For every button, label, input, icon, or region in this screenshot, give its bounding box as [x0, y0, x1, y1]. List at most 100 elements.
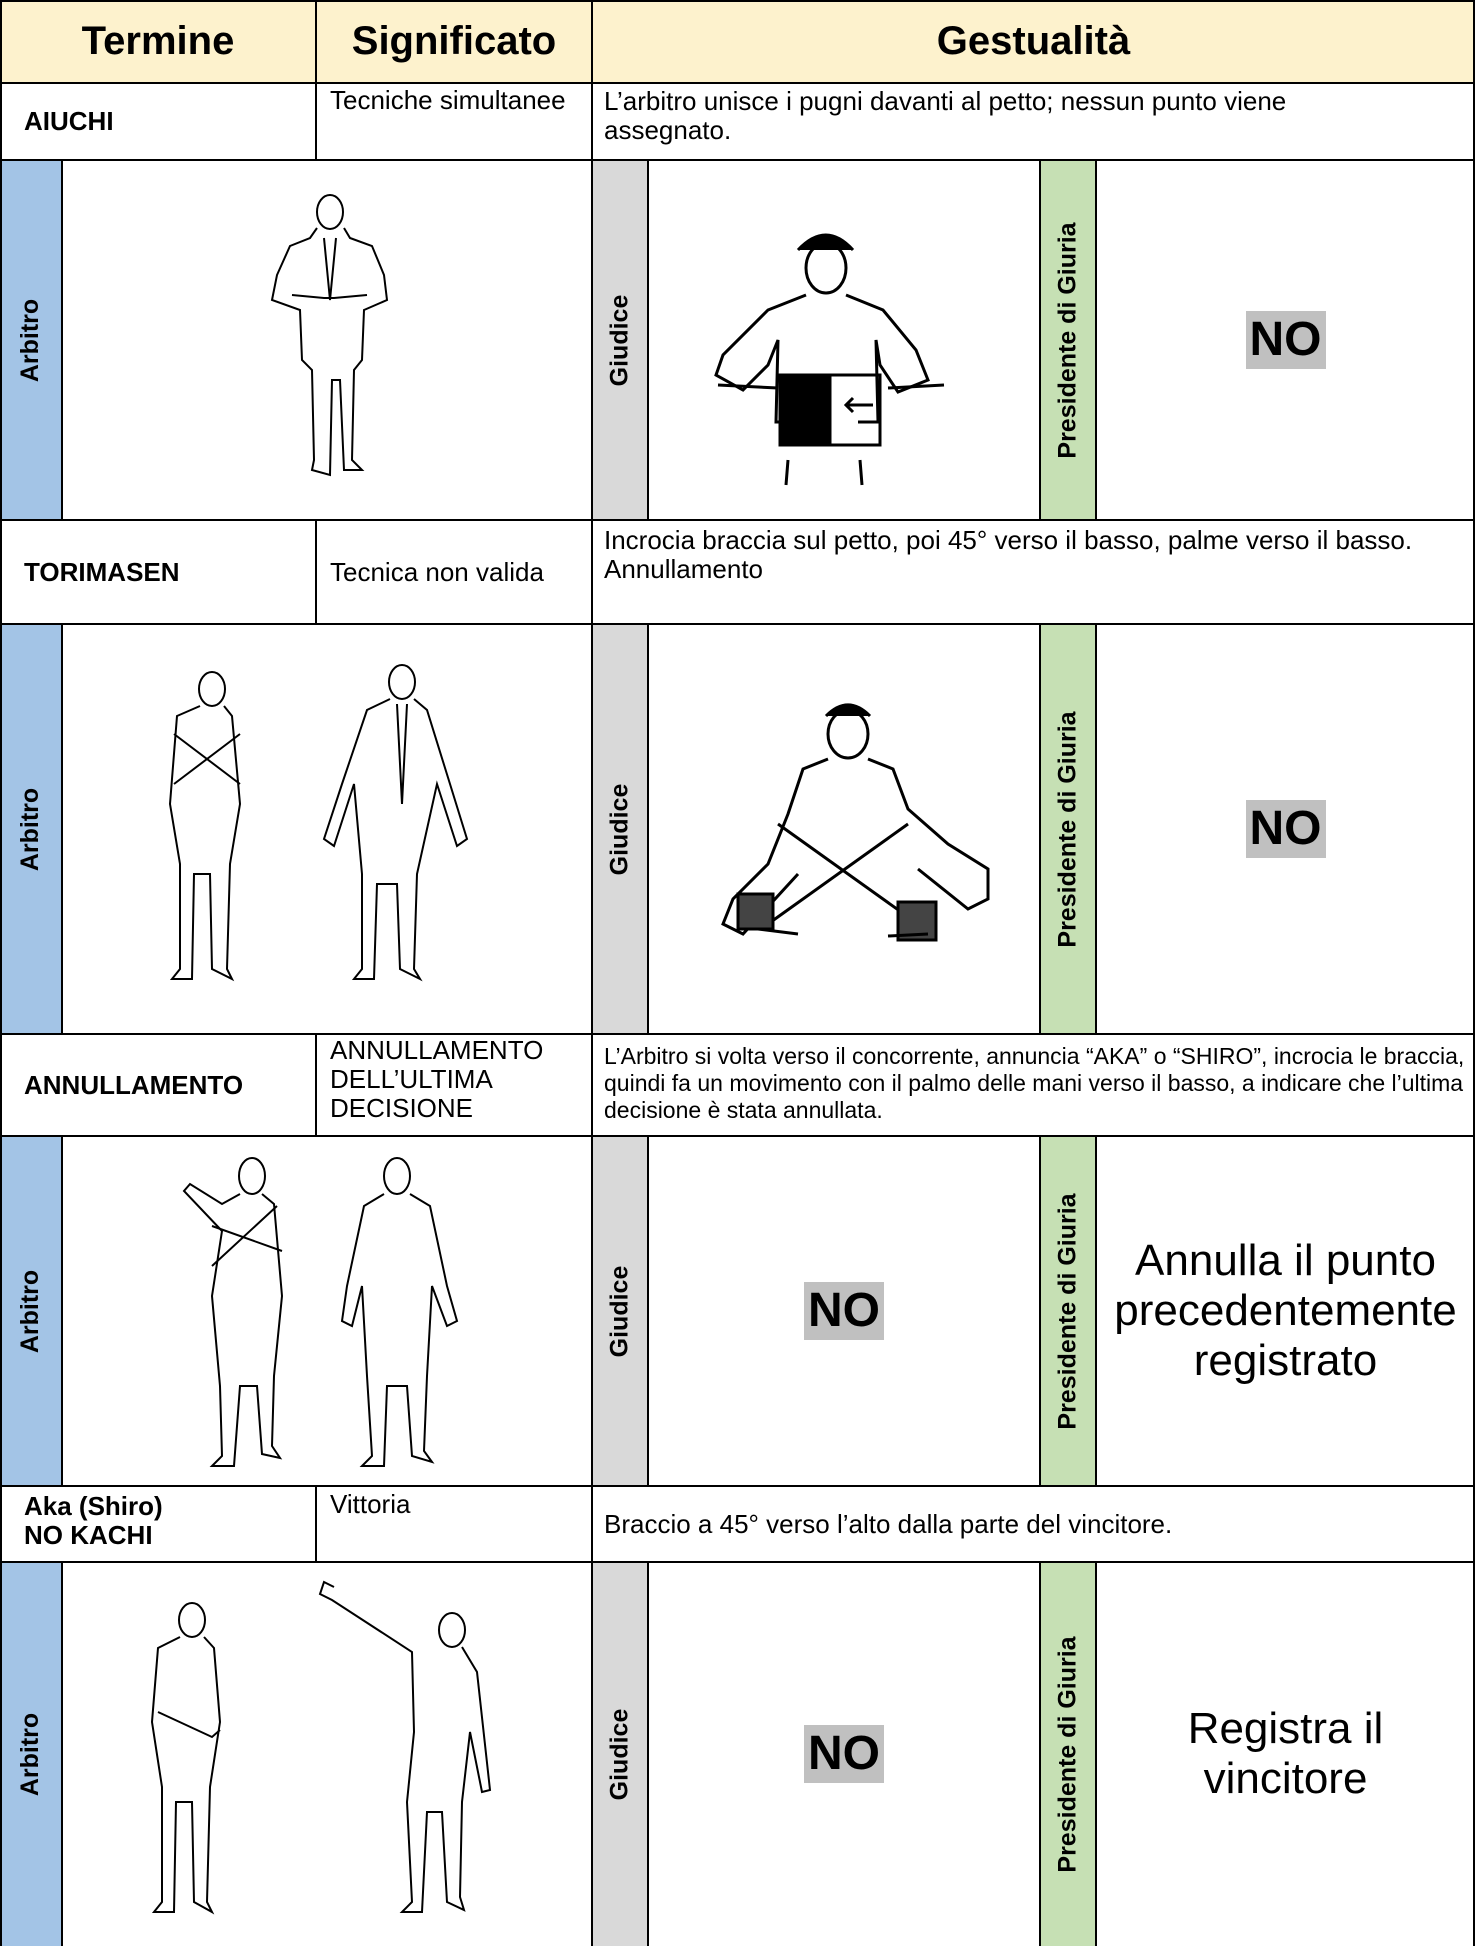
border-col-term-h	[315, 0, 317, 160]
border-arbitro-1	[61, 160, 63, 520]
term-aka-no-kachi: Aka (Shiro) NO KACHI	[0, 1486, 316, 1562]
desc-annullamento-text: L’Arbitro si volta verso il concorrente,…	[604, 1043, 1465, 1123]
label-arbitro-1: Arbitro	[0, 160, 62, 520]
giudice-aiuchi-figure	[714, 233, 945, 486]
arbitro-torimasen-figures	[168, 664, 469, 982]
meaning-aiuchi-text: Tecniche simultanee	[330, 86, 566, 115]
arbitro-aiuchi-figure	[270, 194, 389, 477]
header-termine-text: Termine	[81, 19, 235, 63]
border-header-bottom	[0, 82, 1475, 84]
giudice-annullamento-no: NO	[804, 1282, 884, 1340]
label-presidente-3-text: Presidente di Giuria	[1053, 1192, 1082, 1430]
label-presidente-3: Presidente di Giuria	[1040, 1136, 1096, 1486]
border-col-term-2	[315, 520, 317, 624]
giudice-vittoria-no: NO	[804, 1725, 884, 1783]
label-giudice-2: Giudice	[592, 624, 648, 1034]
label-presidente-4: Presidente di Giuria	[1040, 1562, 1096, 1946]
border-giudice-1	[647, 160, 649, 520]
label-arbitro-2-text: Arbitro	[16, 787, 45, 871]
meaning-vittoria-text: Vittoria	[330, 1490, 411, 1519]
giudice-torimasen-figure	[721, 703, 990, 942]
label-presidente-1-text: Presidente di Giuria	[1053, 221, 1082, 459]
border-pres-a-1	[1039, 160, 1041, 520]
term-torimasen: TORIMASEN	[0, 520, 316, 624]
presidente-aiuchi-no: NO	[1245, 311, 1326, 369]
border-left	[0, 0, 2, 1946]
border-pres-b-2	[1095, 624, 1097, 1034]
desc-torimasen-line1: Incrocia braccia sul petto, poi 45° vers…	[604, 526, 1413, 555]
border-top	[0, 0, 1475, 2]
label-arbitro-2: Arbitro	[0, 624, 62, 1034]
meaning-vittoria: Vittoria	[316, 1490, 592, 1562]
label-giudice-1: Giudice	[592, 160, 648, 520]
label-giudice-4-text: Giudice	[605, 1708, 634, 1800]
presidente-torimasen-cell: NO	[1096, 624, 1475, 1034]
header-significato-text: Significato	[351, 19, 557, 63]
border-pres-b-1	[1095, 160, 1097, 520]
border-pres-a-3	[1039, 1136, 1041, 1486]
border-arbitro-4	[61, 1562, 63, 1946]
border-row3-bottom	[0, 1135, 1475, 1137]
meaning-annullamento-text: ANNULLAMENTO DELL’ULTIMA DECISIONE	[330, 1036, 544, 1123]
header-gestualita: Gestualità	[592, 0, 1475, 83]
desc-torimasen: Incrocia braccia sul petto, poi 45° vers…	[592, 526, 1475, 624]
term-aka-line1: Aka (Shiro)	[24, 1491, 163, 1521]
border-giudice-2	[647, 624, 649, 1034]
desc-aiuchi: L’arbitro unisce i pugni davanti al pett…	[592, 87, 1475, 160]
border-fig1-bottom	[0, 519, 1475, 521]
header-termine: Termine	[0, 0, 316, 83]
giudice-vittoria-cell: NO	[648, 1562, 1040, 1946]
label-arbitro-3: Arbitro	[0, 1136, 62, 1486]
border-pres-b-4	[1095, 1562, 1097, 1946]
term-aka-line2: NO KACHI	[24, 1520, 153, 1550]
desc-torimasen-line2: Annullamento	[604, 554, 763, 584]
header-gestualita-text: Gestualità	[936, 19, 1131, 63]
meaning-torimasen: Tecnica non valida	[316, 520, 592, 624]
border-fig3-bottom	[0, 1485, 1475, 1487]
border-pres-a-2	[1039, 624, 1041, 1034]
label-giudice-3-text: Giudice	[605, 1265, 634, 1357]
desc-vittoria-text: Braccio a 45° verso l’alto dalla parte d…	[604, 1508, 1173, 1539]
label-arbitro-4: Arbitro	[0, 1562, 62, 1946]
arbitro-vittoria-figures	[150, 1580, 492, 1915]
border-row2-bottom	[0, 623, 1475, 625]
desc-annullamento: L’Arbitro si volta verso il concorrente,…	[592, 1043, 1475, 1136]
border-col-main	[591, 0, 593, 1946]
border-row4-bottom	[0, 1561, 1475, 1563]
label-giudice-3: Giudice	[592, 1136, 648, 1486]
desc-aiuchi-text: L’arbitro unisce i pugni davanti al pett…	[604, 87, 1287, 145]
presidente-annullamento-text: Annulla il punto precedentemente registr…	[1114, 1236, 1457, 1385]
label-arbitro-3-text: Arbitro	[16, 1269, 45, 1353]
term-annullamento-text: ANNULLAMENTO	[24, 1069, 244, 1100]
border-giudice-4	[647, 1562, 649, 1946]
header-significato: Significato	[316, 0, 592, 83]
meaning-torimasen-text: Tecnica non valida	[330, 556, 544, 587]
presidente-vittoria-cell: Registra il vincitore	[1096, 1562, 1475, 1946]
label-presidente-2-text: Presidente di Giuria	[1053, 710, 1082, 948]
border-col-term-4	[315, 1486, 317, 1562]
label-presidente-4-text: Presidente di Giuria	[1053, 1635, 1082, 1873]
presidente-torimasen-no: NO	[1245, 800, 1326, 858]
label-arbitro-1-text: Arbitro	[16, 298, 45, 382]
term-aiuchi-text: AIUCHI	[24, 106, 114, 136]
term-torimasen-text: TORIMASEN	[24, 556, 180, 587]
label-presidente-2: Presidente di Giuria	[1040, 624, 1096, 1034]
label-arbitro-4-text: Arbitro	[16, 1712, 45, 1796]
border-arbitro-3	[61, 1136, 63, 1486]
border-arbitro-2	[61, 624, 63, 1034]
label-giudice-4: Giudice	[592, 1562, 648, 1946]
border-pres-a-4	[1039, 1562, 1041, 1946]
presidente-aiuchi-cell: NO	[1096, 160, 1475, 520]
label-giudice-1-text: Giudice	[605, 294, 634, 386]
border-col-term-3	[315, 1034, 317, 1136]
border-pres-b-3	[1095, 1136, 1097, 1486]
desc-vittoria: Braccio a 45° verso l’alto dalla parte d…	[592, 1486, 1475, 1562]
label-presidente-1: Presidente di Giuria	[1040, 160, 1096, 520]
giudice-annullamento-cell: NO	[648, 1136, 1040, 1486]
term-annullamento: ANNULLAMENTO	[0, 1034, 316, 1136]
meaning-aiuchi: Tecniche simultanee	[316, 86, 592, 160]
border-right	[1473, 0, 1475, 1946]
presidente-vittoria-text: Registra il vincitore	[1187, 1704, 1384, 1803]
presidente-annullamento-cell: Annulla il punto precedentemente registr…	[1096, 1136, 1475, 1486]
border-fig2-bottom	[0, 1033, 1475, 1035]
